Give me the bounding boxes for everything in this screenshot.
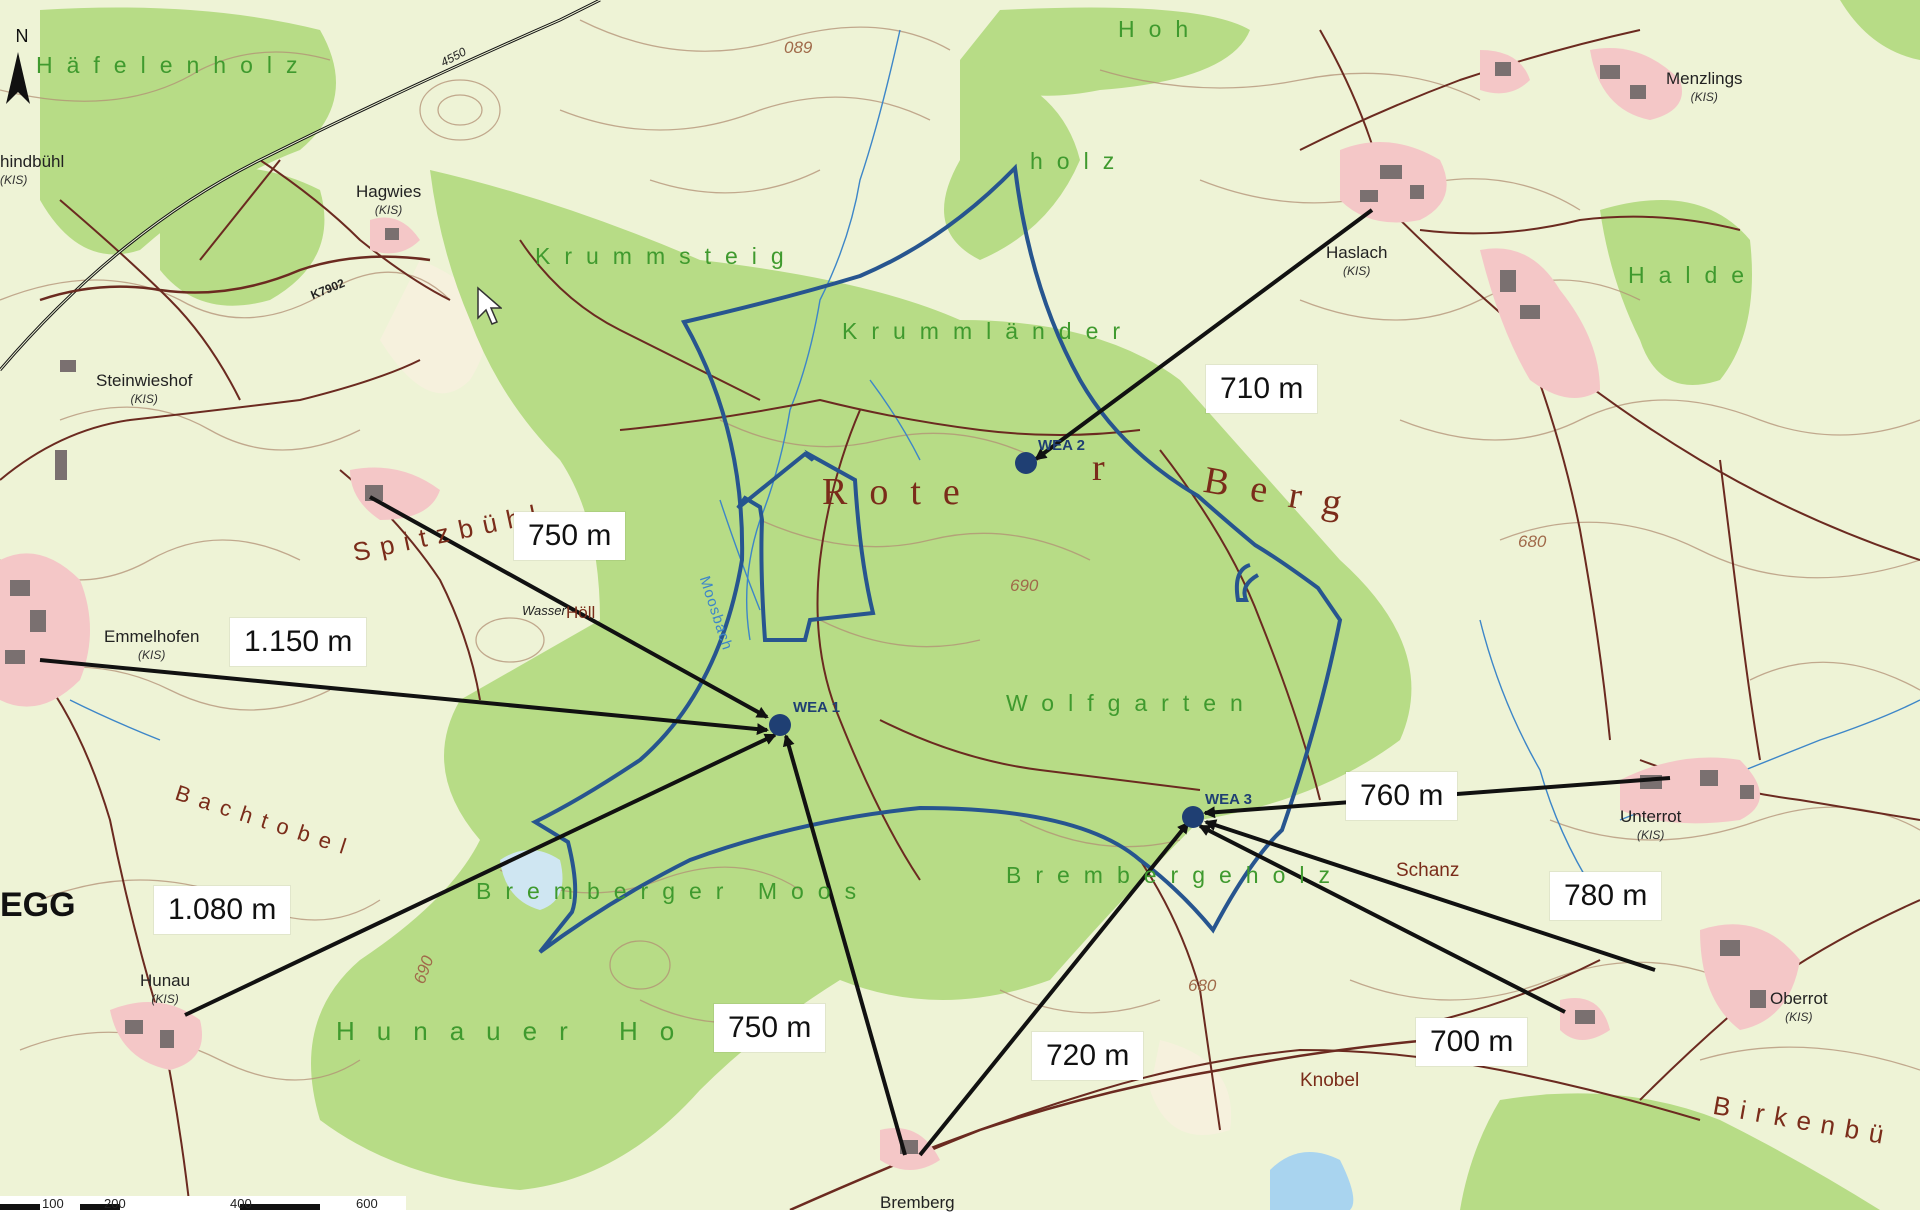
pond <box>500 850 563 910</box>
distance-label-farm: 700 m <box>1416 1018 1528 1066</box>
area-hunauer-holz: Hunauer Ho <box>336 1016 697 1046</box>
wea3-marker[interactable] <box>1182 806 1204 828</box>
distance-label-spitzbuehl: 750 m <box>514 512 626 560</box>
area-bremberger-moos: Bremberger Moos <box>476 878 871 904</box>
wea1-marker[interactable] <box>769 714 791 736</box>
distance-label-haslach: 710 m <box>1206 365 1318 413</box>
place-emmelhofen: Emmelhofen(KIS) <box>104 627 200 663</box>
area-hoh: Hoh <box>1118 16 1203 42</box>
contour-label: 680 <box>1518 532 1547 551</box>
scale-bar-left <box>0 1204 40 1210</box>
area-krummsteig: Krummsteig <box>535 243 798 269</box>
clearing <box>1150 1040 1232 1135</box>
scale-label: 100 <box>42 1196 64 1211</box>
contour-label: 690 <box>1010 576 1039 595</box>
contour-label: 089 <box>784 38 813 57</box>
distance-label-emmelhofen: 1.150 m <box>230 618 367 666</box>
distance-arrows <box>39 208 1671 1157</box>
hill-roter-berg-part1: Rote <box>822 471 982 513</box>
arrow-haslach-wea2 <box>1034 208 1374 461</box>
arrow-bremberg-wea3 <box>918 821 1190 1157</box>
place-hunau: Hunau(KIS) <box>140 971 191 1007</box>
place-wasser: Wasser <box>522 603 566 618</box>
distance-label-bremberg-wea3: 720 m <box>1032 1032 1144 1080</box>
north-arrow-icon <box>6 52 30 104</box>
north-label: N <box>15 26 29 46</box>
arrow-farm-wea3 <box>1198 824 1566 1014</box>
forest-areas <box>40 0 1920 1210</box>
scale-label: 200 <box>104 1196 126 1211</box>
place-schanz: Schanz <box>1396 860 1460 881</box>
scale-label: 400 <box>230 1196 252 1211</box>
area-krummlaender: Krummländer <box>842 318 1135 344</box>
contour-label: 680 <box>1188 976 1217 995</box>
place-hoell: Höll <box>566 603 596 622</box>
wea2-label: WEA 2 <box>1038 437 1085 454</box>
mouse-cursor-icon <box>477 286 502 325</box>
distance-label-bremberg-wea1: 750 m <box>714 1004 826 1052</box>
area-halde: Halde <box>1628 262 1759 288</box>
hill-roter-berg-part2: r <box>1092 447 1127 489</box>
place-knobel: Knobel <box>1300 1070 1360 1091</box>
arrow-bremberg-wea1 <box>782 734 907 1156</box>
scale-bar-right <box>240 1204 320 1210</box>
road-k7902 <box>39 255 431 302</box>
scale-label: 600 <box>356 1196 378 1211</box>
distance-label-unterrot: 760 m <box>1346 772 1458 820</box>
arrow-hunau-wea1 <box>184 733 777 1017</box>
area-wolfgarten: Wolfgarten <box>1006 690 1257 716</box>
lake <box>1270 1152 1354 1210</box>
place-haslach: Haslach(KIS) <box>1326 243 1388 279</box>
distance-label-oberrot: 780 m <box>1550 872 1662 920</box>
place-menzlings: Menzlings(KIS) <box>1666 69 1743 105</box>
region-label-egg: EGG <box>0 886 76 924</box>
area-haefelenholz: Häfelenholz <box>36 52 312 78</box>
project-boundary <box>530 163 1343 954</box>
wea3-label: WEA 3 <box>1205 791 1252 808</box>
main-road <box>0 0 601 371</box>
place-steinwieshof: Steinwieshof(KIS) <box>96 371 193 407</box>
arrow-spitzbuehl-wea1 <box>369 495 769 719</box>
wea2-marker[interactable] <box>1015 452 1037 474</box>
arrow-emmelhofen-wea1 <box>39 658 769 736</box>
distance-label-hunau: 1.080 m <box>154 886 291 934</box>
arrow-oberrot-wea3 <box>1204 819 1656 972</box>
place-hagwies: Hagwies(KIS) <box>356 182 422 218</box>
place-bremberg: Bremberg <box>880 1193 955 1212</box>
area-brembergeholz: Brembergeholz <box>1006 862 1344 888</box>
place-hindbuehl: hindbühl(KIS) <box>0 152 65 188</box>
wea1-label: WEA 1 <box>793 699 840 716</box>
road-bremberg <box>789 1038 1431 1210</box>
area-holz: holz <box>1030 148 1129 174</box>
place-unterrot: Unterrot(KIS) <box>1620 807 1682 843</box>
scale-bar-mid <box>80 1204 120 1210</box>
place-oberrot: Oberrot(KIS) <box>1770 989 1828 1025</box>
